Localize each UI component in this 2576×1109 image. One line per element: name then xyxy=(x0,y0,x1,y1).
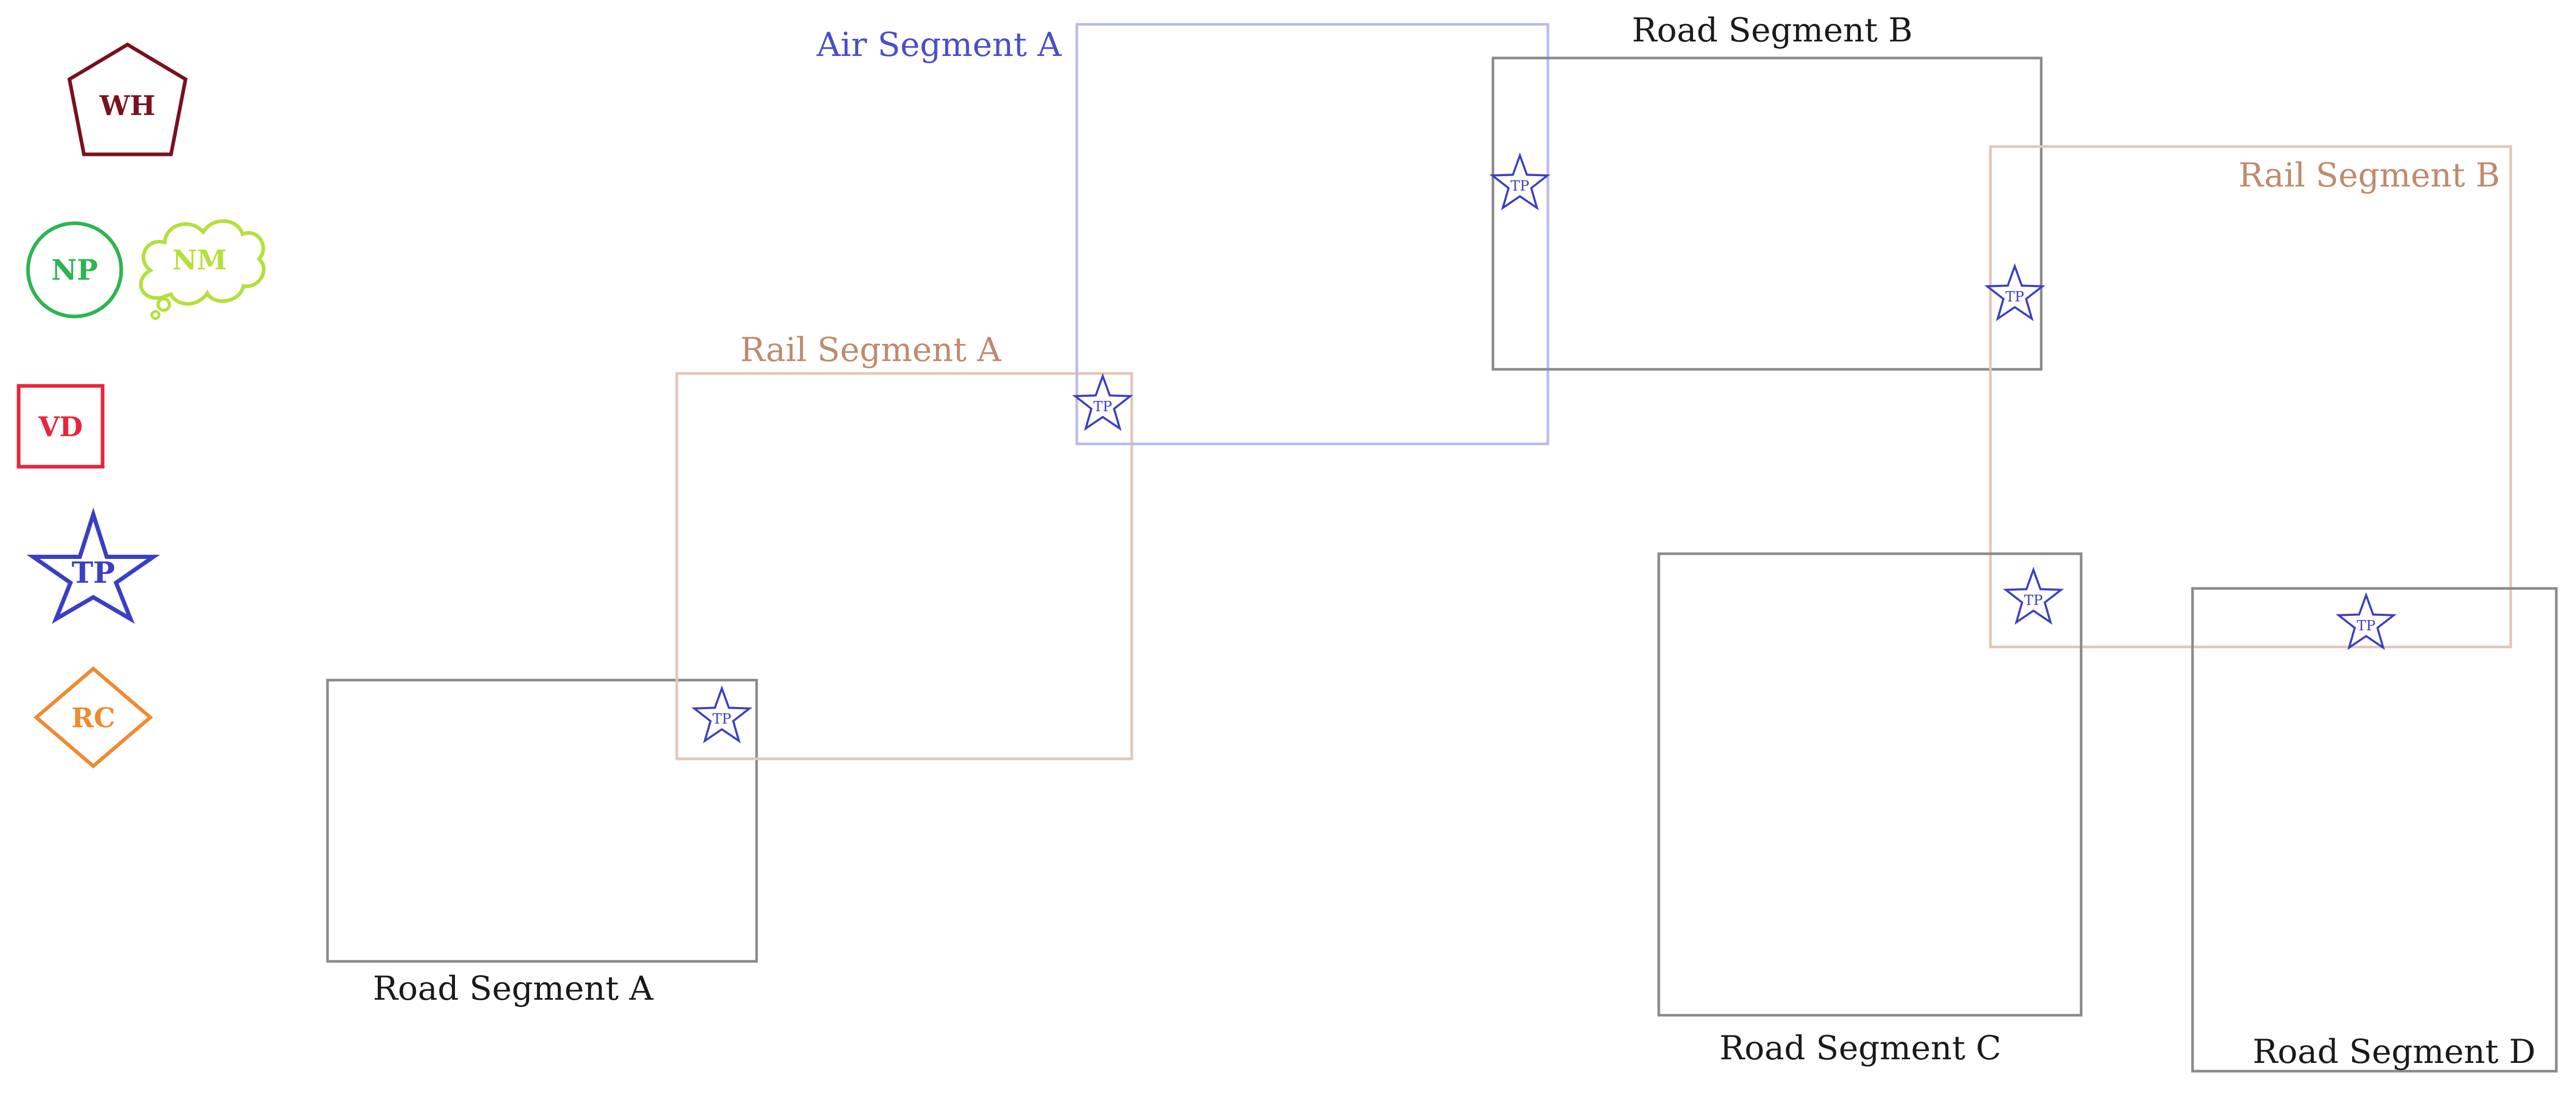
tp-star-icon xyxy=(2336,592,2397,651)
tp-star-icon xyxy=(691,685,752,744)
rail-segment-a-label: Rail Segment A xyxy=(740,331,1002,369)
tp-star-icon xyxy=(1072,373,1133,431)
tp-star-icon xyxy=(1984,263,2045,322)
air-segment-a-label: Air Segment A xyxy=(816,26,1062,64)
vd-label: VD xyxy=(38,411,82,443)
tp-star-icon: TP xyxy=(26,507,160,624)
rc-label: RC xyxy=(72,702,116,734)
tp-marker-label: TP xyxy=(2024,593,2043,609)
legend: WH NP NM VD TP RC xyxy=(17,42,266,769)
tp-star-icon xyxy=(1489,152,1550,211)
rail-segment-b-label: Rail Segment B xyxy=(2239,156,2500,195)
np-circle-icon: NP xyxy=(26,221,123,319)
tp-marker-label: TP xyxy=(2357,618,2375,634)
transfer-point-3: TP xyxy=(1489,152,1550,211)
wh-label: WH xyxy=(99,90,155,122)
transfer-point-4: TP xyxy=(1984,263,2045,322)
tp-marker-label: TP xyxy=(1511,178,1529,194)
transfer-point-5: TP xyxy=(2003,567,2064,625)
road-segment-c-box xyxy=(1657,552,2083,1017)
vd-square-icon: VD xyxy=(17,384,105,469)
np-label: NP xyxy=(51,253,98,286)
segments: Road Segment A Rail Segment A Air Segmen… xyxy=(326,11,2558,1073)
rc-diamond-icon: RC xyxy=(33,666,153,769)
road-segment-a-label: Road Segment A xyxy=(373,970,654,1008)
tp-marker-label: TP xyxy=(2005,289,2024,305)
road-segment-c-label: Road Segment C xyxy=(1719,1029,2001,1068)
road-segment-a-box xyxy=(326,679,758,963)
transfer-point-2: TP xyxy=(1072,373,1133,431)
tp-marker-label: TP xyxy=(1093,399,1112,415)
rail-segment-a-box xyxy=(675,372,1133,760)
wh-pentagon-icon: WH xyxy=(67,42,188,156)
tp-star-icon xyxy=(2003,567,2064,625)
road-segment-d-box xyxy=(2191,587,2558,1073)
tp-label: TP xyxy=(72,556,115,590)
air-segment-a-box xyxy=(1075,23,1549,445)
nm-label: NM xyxy=(172,244,226,276)
nm-thought-cloud-icon: NM xyxy=(139,219,266,320)
road-segment-b-label: Road Segment B xyxy=(1632,11,1913,50)
transfer-point-1: TP xyxy=(691,685,752,744)
road-segment-d-label: Road Segment D xyxy=(2253,1033,2536,1071)
transfer-points: TP TP TP TP TP TP xyxy=(691,152,2397,744)
road-segment-b-box xyxy=(1491,56,2043,371)
rail-segment-b-box xyxy=(1989,145,2512,649)
tp-marker-label: TP xyxy=(713,711,731,727)
transfer-point-6: TP xyxy=(2336,592,2397,651)
